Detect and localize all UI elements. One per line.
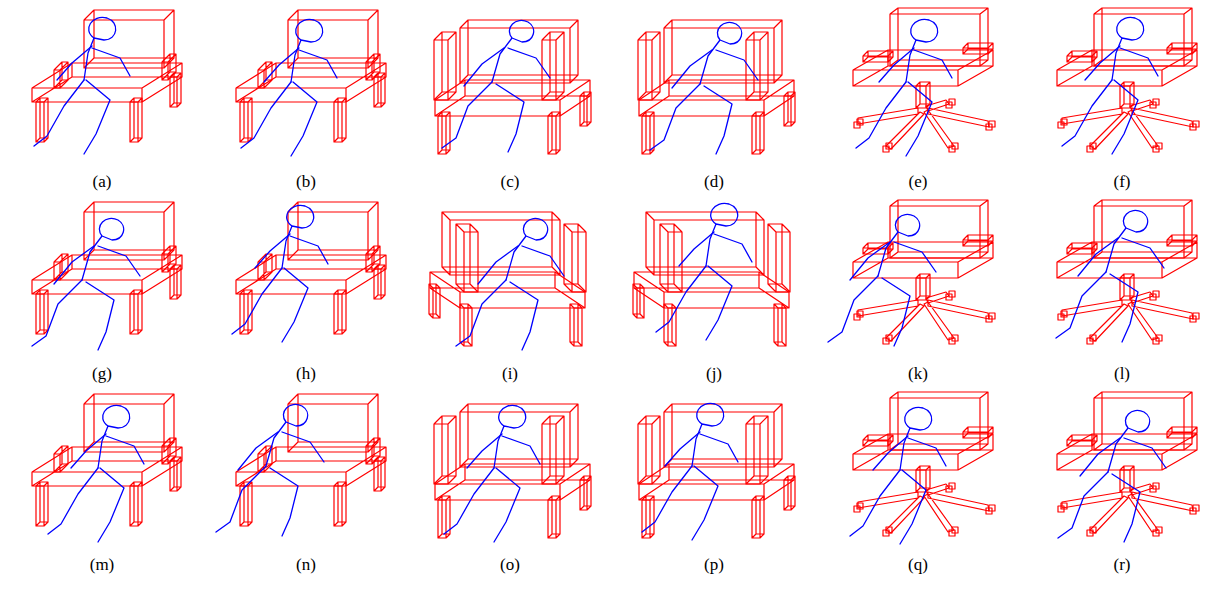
- chair-wireframe: [853, 8, 995, 152]
- pose-skeleton: [48, 405, 144, 542]
- panel-label: (b): [296, 172, 316, 192]
- panel-label: (c): [501, 172, 520, 192]
- chair-wireframe: [236, 10, 386, 142]
- panel-label: (k): [908, 364, 928, 384]
- pose-skeleton: [856, 19, 952, 156]
- panel-label: (m): [90, 555, 115, 575]
- panel-label: (h): [296, 364, 316, 384]
- pose-skeleton: [444, 405, 540, 542]
- pose-skeleton: [642, 403, 738, 540]
- chair-wireframe: [434, 20, 591, 154]
- pose-skeleton: [442, 20, 550, 152]
- pose-skeleton: [1062, 17, 1158, 154]
- pose-skeleton: [850, 407, 946, 544]
- chair-wireframe: [32, 394, 182, 526]
- chair-wireframe: [633, 212, 790, 346]
- chair-wireframe: [638, 404, 795, 538]
- chair-wireframe: [853, 392, 995, 536]
- chair-wireframe: [853, 200, 995, 344]
- chair-wireframe: [236, 202, 386, 334]
- panel-label: (e): [909, 172, 928, 192]
- chair-wireframe: [1057, 200, 1199, 344]
- panel-label: (j): [706, 364, 722, 384]
- panel-label: (l): [1114, 364, 1130, 384]
- chair-wireframe: [434, 404, 591, 538]
- panel-label: (r): [1114, 555, 1131, 575]
- panel-label: (q): [908, 555, 928, 575]
- pose-skeleton: [216, 404, 324, 536]
- pose-skeleton: [232, 205, 328, 342]
- pose-skeleton: [1058, 410, 1166, 542]
- pose-skeleton: [456, 218, 564, 350]
- panel-label: (d): [704, 172, 724, 192]
- chair-wireframe: [429, 212, 586, 346]
- pose-skeleton: [241, 19, 337, 156]
- panel-label: (i): [502, 364, 518, 384]
- chair-wireframe: [236, 394, 386, 526]
- pose-skeleton: [656, 203, 752, 340]
- pose-skeleton: [32, 218, 140, 350]
- pose-skeleton: [828, 214, 936, 346]
- panel-label: (p): [704, 555, 724, 575]
- panel-label: (o): [500, 555, 520, 575]
- chair-wireframe: [638, 20, 795, 154]
- panel-label: (n): [296, 555, 316, 575]
- panel-label: (f): [1114, 172, 1131, 192]
- pose-skeleton: [34, 17, 130, 154]
- pose-skeleton: [650, 22, 758, 154]
- panel-label: (g): [92, 364, 112, 384]
- panel-label: (a): [93, 172, 112, 192]
- pose-skeleton: [1056, 210, 1164, 342]
